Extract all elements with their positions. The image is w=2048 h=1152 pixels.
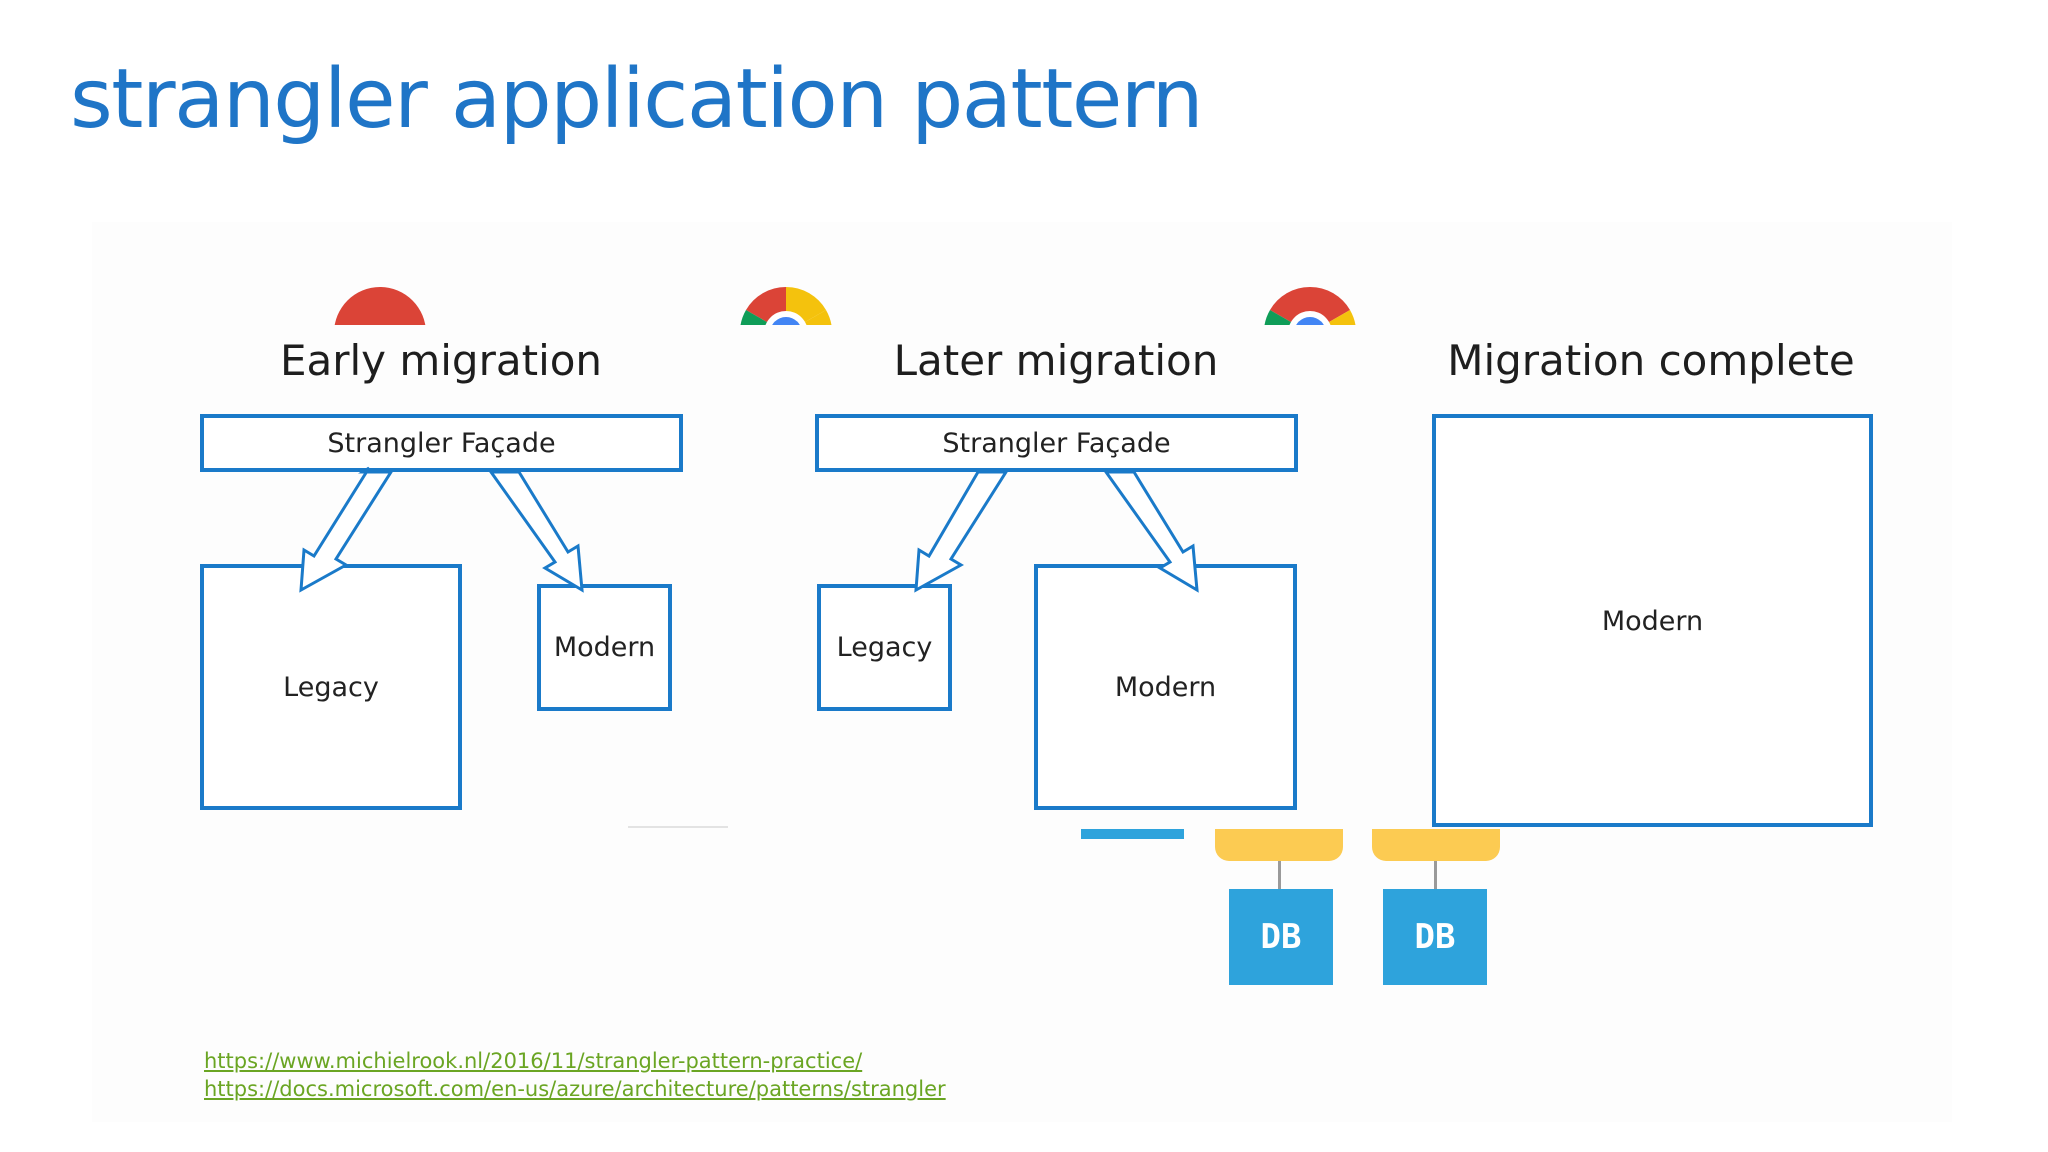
reference-link-microsoft-docs[interactable]: https://docs.microsoft.com/en-us/azure/a… xyxy=(204,1077,946,1101)
early-modern-label: Modern xyxy=(553,632,656,663)
later-facade-label: Strangler Façade xyxy=(942,427,1171,459)
database-label: DB xyxy=(1260,917,1302,957)
complete-modern-label: Modern xyxy=(1601,606,1704,637)
chrome-browser-icon xyxy=(738,285,834,325)
later-modern-label: Modern xyxy=(1114,671,1217,703)
later-legacy-label: Legacy xyxy=(836,632,933,663)
later-strangler-facade-box: Strangler Façade xyxy=(815,414,1298,472)
slide-title: strangler application pattern xyxy=(70,52,1204,147)
complete-modern-box: Modern xyxy=(1432,414,1873,827)
database-box: DB xyxy=(1229,889,1333,985)
later-migration-heading: Later migration xyxy=(893,336,1219,385)
faint-divider xyxy=(628,826,728,828)
db-connector xyxy=(1434,861,1437,890)
chrome-browser-icon xyxy=(332,285,428,325)
arrow-to-later-legacy xyxy=(914,470,1009,593)
reference-link-michielrook[interactable]: https://www.michielrook.nl/2016/11/stran… xyxy=(204,1049,863,1073)
database-label: DB xyxy=(1414,917,1456,957)
later-legacy-box: Legacy xyxy=(817,584,952,711)
early-migration-heading: Early migration xyxy=(279,336,603,385)
later-modern-box: Modern xyxy=(1034,564,1297,810)
db-connector xyxy=(1278,861,1281,890)
migration-complete-heading: Migration complete xyxy=(1447,336,1855,385)
early-facade-label: Strangler Façade xyxy=(327,427,556,459)
storage-bucket xyxy=(1215,829,1343,861)
blue-accent-bar xyxy=(1081,829,1184,839)
arrow-to-early-modern xyxy=(488,470,584,593)
early-strangler-facade-box: Strangler Façade xyxy=(200,414,683,472)
storage-bucket xyxy=(1372,829,1500,861)
early-modern-box: Modern xyxy=(537,584,672,711)
chrome-browser-icon xyxy=(1262,285,1358,325)
database-box: DB xyxy=(1383,889,1487,985)
early-legacy-box: Legacy xyxy=(200,564,462,810)
early-legacy-label: Legacy xyxy=(283,671,379,703)
arrow-to-later-modern xyxy=(1103,470,1199,593)
arrow-to-early-legacy xyxy=(299,466,394,593)
